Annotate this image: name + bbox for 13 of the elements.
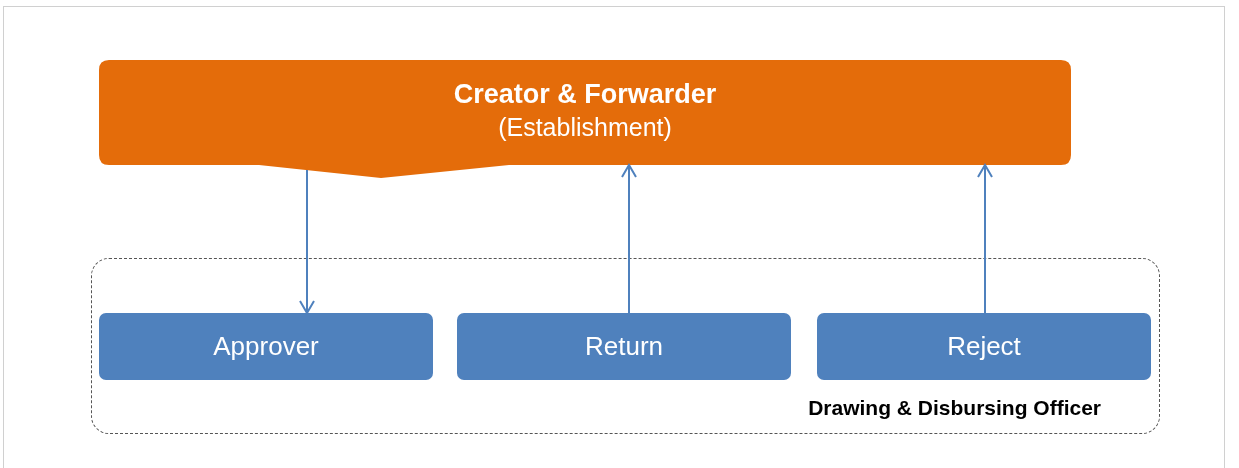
process-box	[457, 313, 791, 380]
box-label: Reject	[947, 330, 1021, 363]
process-box	[817, 313, 1151, 380]
process-box	[99, 313, 433, 380]
box-label: Return	[584, 330, 663, 363]
arrow	[977, 164, 993, 314]
heading-text: Creator & Forwarder	[453, 78, 717, 111]
arrow	[621, 164, 637, 314]
group-heading: Drawing & Disbursing Officer	[808, 394, 1101, 421]
group-frame	[91, 258, 1160, 434]
box-label: Approver	[213, 330, 319, 363]
arrow	[299, 169, 315, 314]
subtitle-text: (Establishment)	[498, 112, 672, 143]
